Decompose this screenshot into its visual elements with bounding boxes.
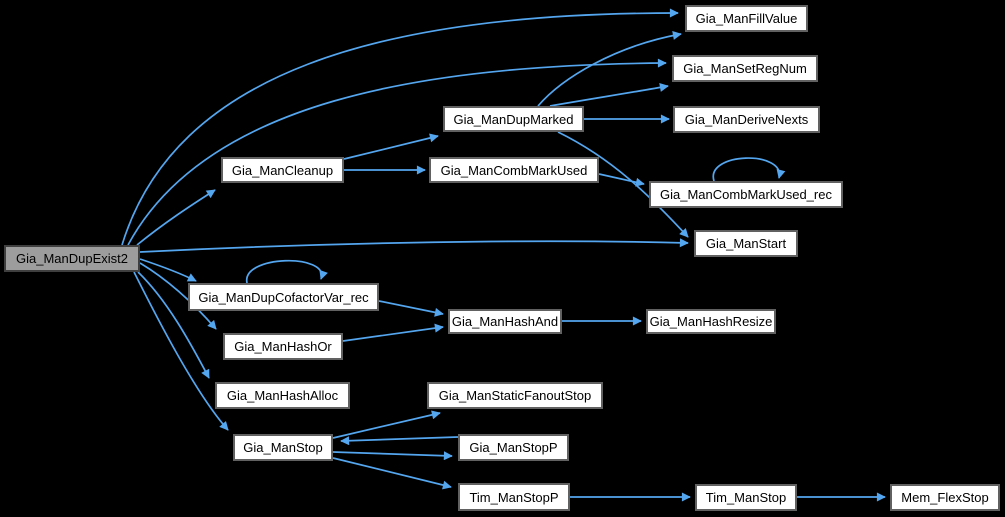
edge-gia-man-dup-exist2-to-gia-man-stop xyxy=(133,271,229,431)
edge-gia-man-dup-exist2-to-gia-man-hash-or xyxy=(139,262,217,330)
graph-node-tim-man-stop[interactable]: Tim_ManStop xyxy=(695,484,797,511)
edge-gia-man-stop-to-tim-man-stop-p xyxy=(332,457,452,490)
edge-gia-man-dup-cofactor-var-rec-to-gia-man-hash-and xyxy=(378,300,444,317)
edge-gia-man-dup-marked-to-gia-man-fill-value xyxy=(537,31,682,107)
edge-gia-man-dup-exist2-to-gia-man-hash-alloc xyxy=(137,271,210,379)
graph-node-gia-man-comb-mark-used-rec[interactable]: Gia_ManCombMarkUsed_rec xyxy=(649,181,843,208)
graph-node-gia-man-hash-resize[interactable]: Gia_ManHashResize xyxy=(646,309,776,334)
edge-gia-man-cleanup-to-gia-man-dup-marked xyxy=(343,133,439,160)
graph-node-gia-man-comb-mark-used[interactable]: Gia_ManCombMarkUsed xyxy=(429,157,599,183)
edge-gia-man-dup-exist2-to-gia-man-set-reg-num xyxy=(127,58,667,246)
graph-node-gia-man-hash-alloc[interactable]: Gia_ManHashAlloc xyxy=(215,382,350,409)
graph-node-gia-man-derive-nexts[interactable]: Gia_ManDeriveNexts xyxy=(673,106,820,133)
graph-node-gia-man-set-reg-num[interactable]: Gia_ManSetRegNum xyxy=(672,55,818,82)
edge-gia-man-dup-cofactor-var-rec-to-gia-man-dup-cofactor-var-rec xyxy=(246,259,328,284)
edge-gia-man-dup-exist2-to-gia-man-dup-cofactor-var-rec xyxy=(139,258,197,282)
graph-node-gia-man-dup-exist2[interactable]: Gia_ManDupExist2 xyxy=(4,245,140,272)
edge-gia-man-dup-marked-to-gia-man-start xyxy=(557,131,689,238)
edge-gia-man-stop-to-gia-man-stop-p xyxy=(332,451,453,461)
graph-node-gia-man-start[interactable]: Gia_ManStart xyxy=(694,230,798,257)
edge-gia-man-dup-exist2-to-gia-man-start xyxy=(139,238,689,253)
graph-node-gia-man-cleanup[interactable]: Gia_ManCleanup xyxy=(221,157,344,183)
graph-node-gia-man-dup-marked[interactable]: Gia_ManDupMarked xyxy=(443,106,584,132)
graph-node-mem-flex-stop[interactable]: Mem_FlexStop xyxy=(890,484,1000,511)
graph-node-gia-man-dup-cofactor-var-rec[interactable]: Gia_ManDupCofactorVar_rec xyxy=(188,283,379,311)
graph-node-gia-man-hash-or[interactable]: Gia_ManHashOr xyxy=(223,333,343,360)
edge-gia-man-comb-mark-used-to-gia-man-comb-mark-used-rec xyxy=(598,173,645,187)
edge-gia-man-dup-exist2-to-gia-man-fill-value xyxy=(121,8,679,246)
graph-node-gia-man-stop[interactable]: Gia_ManStop xyxy=(233,434,333,461)
edge-gia-man-stop-to-gia-man-static-fanout-stop xyxy=(332,410,441,439)
graph-node-gia-man-stop-p[interactable]: Gia_ManStopP xyxy=(458,434,569,461)
graph-node-gia-man-fill-value[interactable]: Gia_ManFillValue xyxy=(685,5,808,32)
edge-gia-man-comb-mark-used-rec-to-gia-man-comb-mark-used-rec xyxy=(712,157,786,182)
graph-node-gia-man-static-fanout-stop[interactable]: Gia_ManStaticFanoutStop xyxy=(427,382,603,409)
graph-node-gia-man-hash-and[interactable]: Gia_ManHashAnd xyxy=(448,309,562,334)
edge-gia-man-dup-marked-to-gia-man-set-reg-num xyxy=(549,83,669,107)
edge-gia-man-dup-exist2-to-gia-man-cleanup xyxy=(136,189,216,246)
edge-gia-man-hash-or-to-gia-man-hash-and xyxy=(342,323,444,342)
graph-node-tim-man-stop-p[interactable]: Tim_ManStopP xyxy=(458,483,570,511)
edge-gia-man-stop-p-to-gia-man-stop xyxy=(340,436,459,446)
